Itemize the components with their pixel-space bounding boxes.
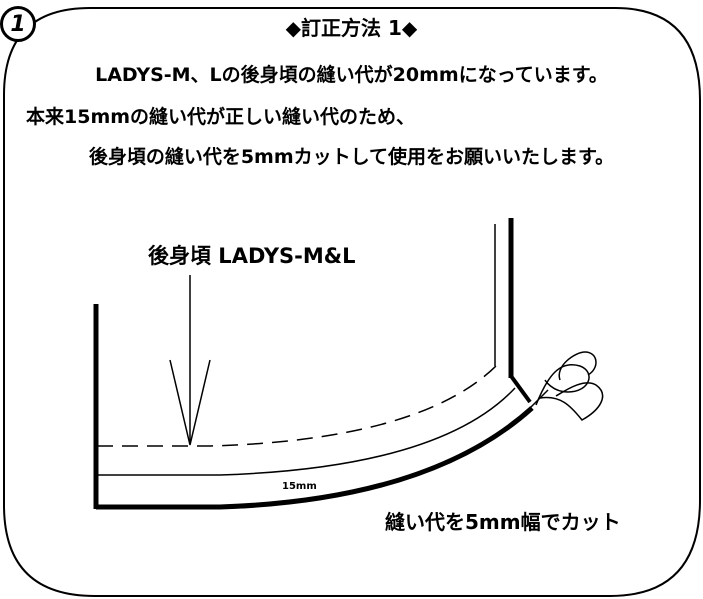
page-title: ◆訂正方法 1◆ xyxy=(285,16,418,40)
rounded-frame xyxy=(3,7,701,597)
part-label: 後身頃 LADYS-M&L xyxy=(148,244,356,268)
notice-line-1: LADYS-M、Lの後身頃の縫い代が20mmになっています。 xyxy=(95,64,608,86)
pointer-arrow-head xyxy=(169,359,211,446)
step-number-badge: 1 xyxy=(0,6,36,42)
cut-edge xyxy=(96,406,534,510)
seam-allowance-label: 15mm xyxy=(282,481,317,492)
notice-line-3: 後身頃の縫い代を5mmカットして使用をお願いいたします。 xyxy=(88,146,615,168)
seam-guide-line xyxy=(97,387,516,476)
outer-corner xyxy=(509,374,532,404)
cut-instruction-label: 縫い代を5mm幅でカット xyxy=(385,510,621,534)
stitch-line xyxy=(97,365,497,447)
notice-line-2: 本来15mmの縫い代が正しい縫い代のため、 xyxy=(26,106,416,128)
scissors-icon xyxy=(527,351,604,421)
